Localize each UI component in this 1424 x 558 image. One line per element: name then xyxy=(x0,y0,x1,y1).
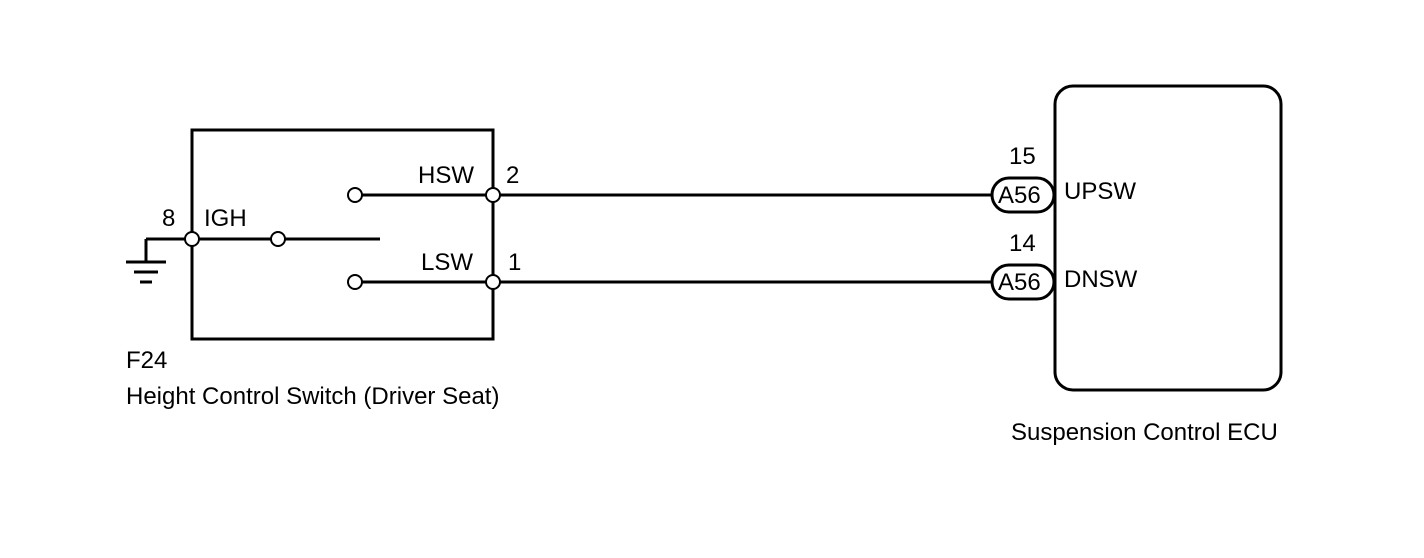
ecu-component-box xyxy=(1053,84,1283,392)
connector-code-upsw: A56 xyxy=(998,182,1041,209)
connector-a56-dnsw xyxy=(990,263,1056,301)
switch-down-contact xyxy=(347,274,363,290)
switch-pivot-contact xyxy=(270,231,286,247)
pin-name-hsw: HSW xyxy=(418,162,474,189)
pin-number-14: 14 xyxy=(1009,230,1036,257)
terminal-hsw xyxy=(485,187,501,203)
terminal-igh xyxy=(184,231,200,247)
connector-code-dnsw: A56 xyxy=(998,269,1041,296)
pin-name-dnsw: DNSW xyxy=(1064,266,1138,293)
terminal-lsw xyxy=(485,274,501,290)
pin-name-igh: IGH xyxy=(204,205,247,232)
switch-component-code: F24 xyxy=(126,347,167,374)
switch-component-name: Height Control Switch (Driver Seat) xyxy=(126,383,499,410)
pin-number-8: 8 xyxy=(162,205,175,232)
pin-number-15: 15 xyxy=(1009,143,1036,170)
pin-number-2: 2 xyxy=(506,162,519,189)
switch-up-contact xyxy=(347,187,363,203)
ecu-component-name: Suspension Control ECU xyxy=(1011,419,1278,446)
connector-a56-upsw xyxy=(990,176,1056,214)
pin-name-lsw: LSW xyxy=(421,249,473,276)
pin-name-upsw: UPSW xyxy=(1064,178,1136,205)
ground-symbol xyxy=(126,237,192,284)
pin-number-1: 1 xyxy=(508,249,521,276)
